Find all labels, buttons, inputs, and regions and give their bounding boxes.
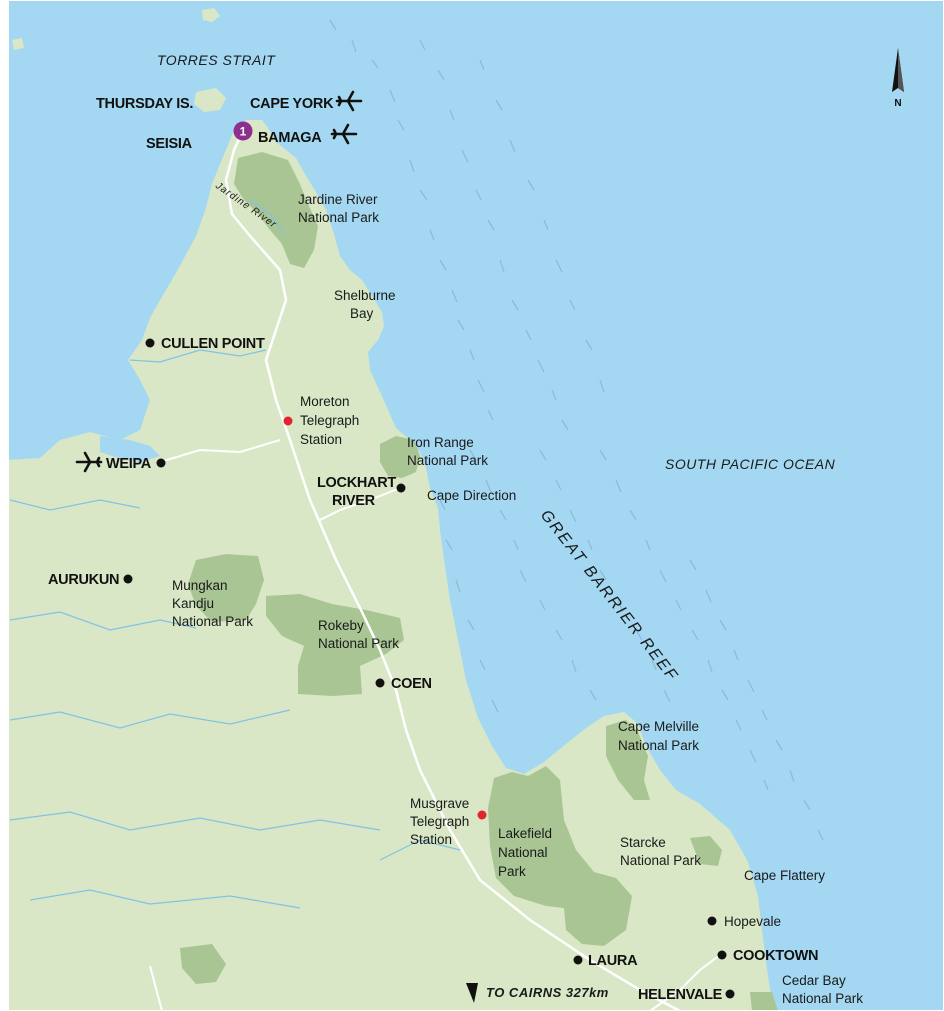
cooktown-dot: [717, 950, 727, 960]
moreton-station-dot: [283, 416, 293, 426]
label-cape-direction: Cape Direction: [427, 488, 516, 503]
weipa-inlet: [100, 436, 160, 462]
lockhart-road: [319, 487, 401, 521]
label-laura: LAURA: [588, 953, 638, 969]
label-weipa: WEIPA: [106, 456, 152, 472]
airplane-icon: [75, 451, 103, 473]
label-seisia: SEISIA: [146, 136, 193, 152]
lakefield-national-park: [488, 766, 632, 946]
north-label: N: [894, 98, 901, 109]
west-road: [149, 965, 163, 1011]
coen-dot: [375, 678, 385, 688]
cape-york-peninsula: [8, 120, 778, 1011]
cooktown-road: [649, 954, 721, 1011]
musgrave-station-dot: [477, 810, 487, 820]
jardine-river-national-park: [234, 152, 318, 268]
small-island: [202, 8, 220, 22]
laura-dot: [573, 955, 583, 965]
peninsula-development-road: [224, 127, 681, 1011]
weipa-road: [159, 439, 281, 463]
reef-pattern: [329, 19, 824, 841]
helenvale-dot: [725, 989, 735, 999]
label-helenvale: HELENVALE: [638, 987, 723, 1003]
cullen-point-dot: [145, 338, 155, 348]
label-thursday-island: THURSDAY IS.: [96, 96, 193, 112]
hopevale-dot: [707, 916, 717, 926]
point-of-interest-marker: [233, 121, 253, 141]
label-cooktown: COOKTOWN: [733, 948, 818, 964]
airplane-icon: [330, 123, 358, 145]
label-cullen-point: CULLEN POINT: [161, 336, 265, 352]
map-frame: [7, 0, 944, 1011]
national-parks: [180, 152, 778, 1011]
weipa-dot: [156, 458, 166, 468]
label-cape-flattery: Cape Flattery: [744, 868, 825, 883]
label-torres-strait: TORRES STRAIT: [157, 52, 276, 68]
mungkan-kandju-national-park: [188, 554, 264, 622]
town-markers: [123, 338, 735, 999]
north-arrow-icon: [892, 48, 904, 92]
station-markers: [283, 416, 487, 820]
label-south-pacific-ocean: SOUTH PACIFIC OCEAN: [665, 456, 836, 472]
southwest-park: [180, 944, 226, 984]
label-cape-york: CAPE YORK: [250, 96, 334, 112]
rokeby-national-park: [266, 594, 404, 696]
label-aurukun: AURUKUN: [48, 572, 119, 588]
label-to-cairns: TO CAIRNS 327km: [486, 985, 609, 1000]
direction-arrow-icon: [466, 983, 478, 1003]
starcke-national-park: [690, 836, 722, 866]
label-bamaga: BAMAGA: [258, 130, 322, 146]
airplane-icon: [335, 90, 363, 112]
label-hopevale: Hopevale: [724, 914, 781, 929]
thursday-island: [194, 88, 226, 112]
marker-number: 1: [240, 125, 247, 139]
rivers: [9, 199, 461, 909]
iron-range-national-park: [380, 436, 420, 478]
label-coen: COEN: [391, 676, 432, 692]
aurukun-dot: [123, 574, 133, 584]
lockhart-river-dot: [396, 483, 406, 493]
small-island: [12, 38, 24, 50]
cape-melville-national-park: [606, 720, 650, 800]
cedar-bay-national-park: [750, 992, 778, 1011]
